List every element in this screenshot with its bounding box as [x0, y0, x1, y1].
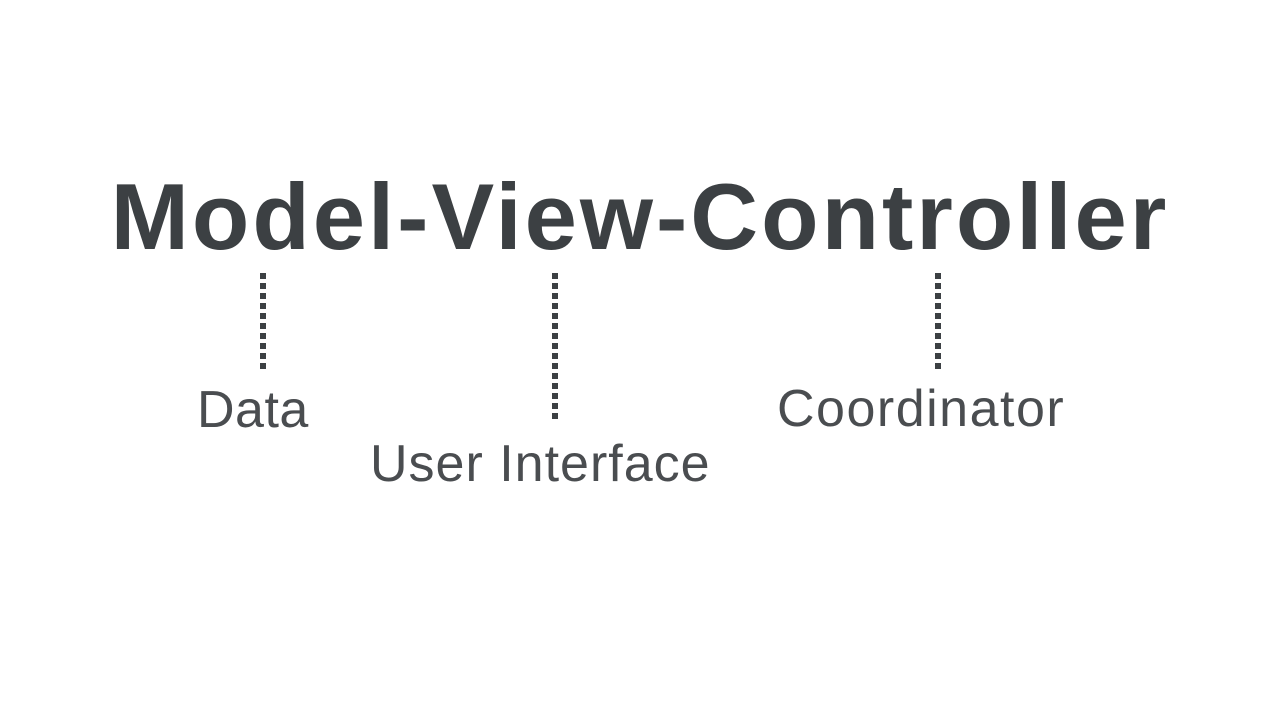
slide-title: Model-View-Controller — [110, 164, 1170, 269]
dotted-connector-model — [260, 273, 266, 369]
label-coordinator: Coordinator — [777, 380, 1066, 438]
dotted-connector-controller — [935, 273, 941, 369]
label-data: Data — [197, 381, 309, 439]
label-user-interface: User Interface — [370, 435, 711, 493]
dotted-connector-view — [552, 273, 558, 419]
